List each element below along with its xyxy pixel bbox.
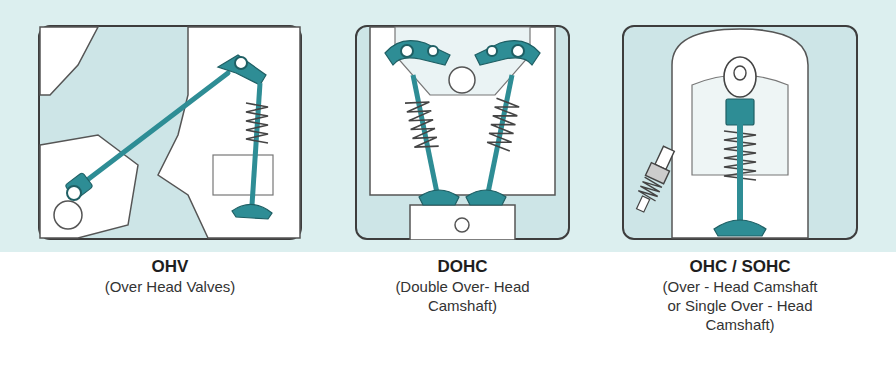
engine-type-description: (Double Over- Head Camshaft): [388, 277, 538, 315]
engine-panel: OHC / SOHC(Over - Head Camshaft or Singl…: [622, 25, 858, 240]
panel-caption: OHV(Over Head Valves): [70, 256, 270, 296]
panel-caption: DOHC(Double Over- Head Camshaft): [388, 256, 538, 315]
engine-type-description: (Over - Head Camshaft or Single Over - H…: [654, 277, 826, 334]
engine-panel: OHV(Over Head Valves): [38, 25, 302, 240]
engine-type-heading: OHC / SOHC: [654, 256, 826, 277]
ohv-illustration: [38, 25, 302, 240]
engine-panel: DOHC(Double Over- Head Camshaft): [355, 25, 570, 240]
dohc-illustration: [355, 25, 570, 240]
engine-type-heading: OHV: [70, 256, 270, 277]
engine-type-heading: DOHC: [388, 256, 538, 277]
panel-caption: OHC / SOHC(Over - Head Camshaft or Singl…: [654, 256, 826, 334]
engine-type-description: (Over Head Valves): [70, 277, 270, 296]
sohc-illustration: [622, 25, 858, 240]
